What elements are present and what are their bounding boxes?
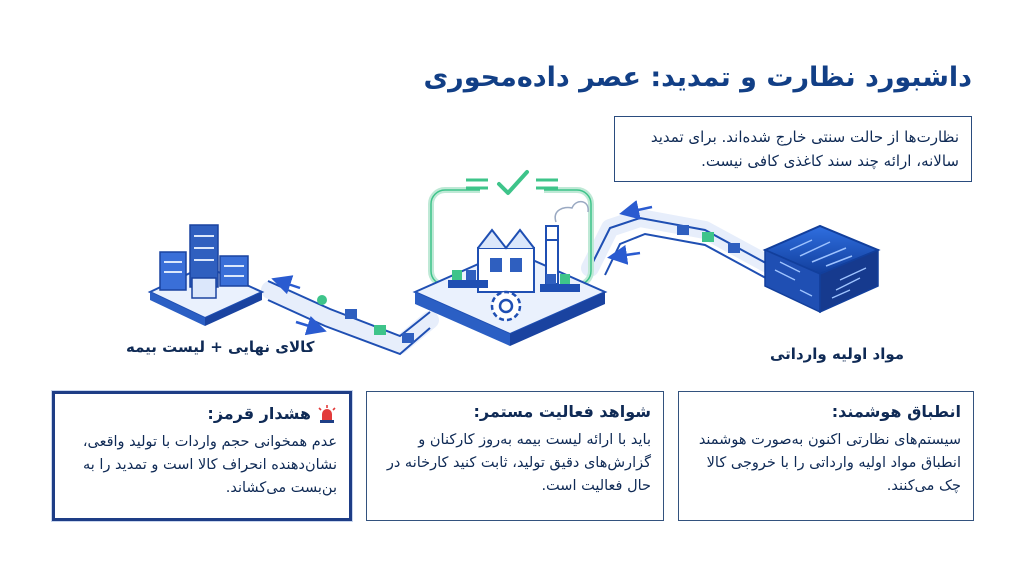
intro-callout: نظارت‌ها از حالت سنتی خارج شده‌اند. برای… xyxy=(614,116,972,182)
card-title: شواهد فعالیت مستمر: xyxy=(379,402,651,421)
card-title-text: شواهد فعالیت مستمر: xyxy=(473,402,651,421)
cargo-box-icon xyxy=(728,243,740,253)
card-title: انطباق هوشمند: xyxy=(691,402,961,421)
left-conveyor xyxy=(261,275,439,356)
cargo-box-icon xyxy=(702,232,714,242)
cargo-box-icon xyxy=(677,225,689,235)
cargo-box-icon xyxy=(402,333,414,343)
server-stack-icon xyxy=(147,224,265,326)
right-conveyor xyxy=(581,200,784,284)
right-node-label: مواد اولیه وارداتی xyxy=(770,345,905,363)
microchip-icon xyxy=(762,224,881,314)
card-title-text: انطباق هوشمند: xyxy=(831,402,961,421)
cargo-dot-icon xyxy=(317,295,327,305)
cargo-box-icon xyxy=(374,325,386,335)
factory-icon xyxy=(412,200,608,346)
card-title-text: هشدار قرمز: xyxy=(207,404,311,423)
card-title: هشدار قرمز: xyxy=(67,404,337,423)
card-body: عدم همخوانی حجم واردات با تولید واقعی، ن… xyxy=(82,434,337,496)
card-smart-compliance: انطباق هوشمند: سیستم‌های نظارتی اکنون به… xyxy=(678,391,974,521)
siren-icon xyxy=(318,404,336,423)
cargo-box-icon xyxy=(345,309,357,319)
card-red-alert: هشدار قرمز: عدم همخوانی حجم واردات با تو… xyxy=(52,391,352,521)
card-body: باید با ارائه لیست بیمه به‌روز کارکنان و… xyxy=(386,432,651,494)
gear-icon xyxy=(490,290,522,322)
card-body: سیستم‌های نظارتی اکنون به‌صورت هوشمند ان… xyxy=(698,432,961,494)
intro-text: نظارت‌ها از حالت سنتی خارج شده‌اند. برای… xyxy=(650,128,959,170)
card-continuous-activity: شواهد فعالیت مستمر: باید با ارائه لیست ب… xyxy=(366,391,664,521)
left-node-label: کالای نهایی + لیست بیمه xyxy=(126,338,315,356)
page-title: داشبورد نظارت و تمدید: عصر داده‌محوری xyxy=(423,62,972,93)
